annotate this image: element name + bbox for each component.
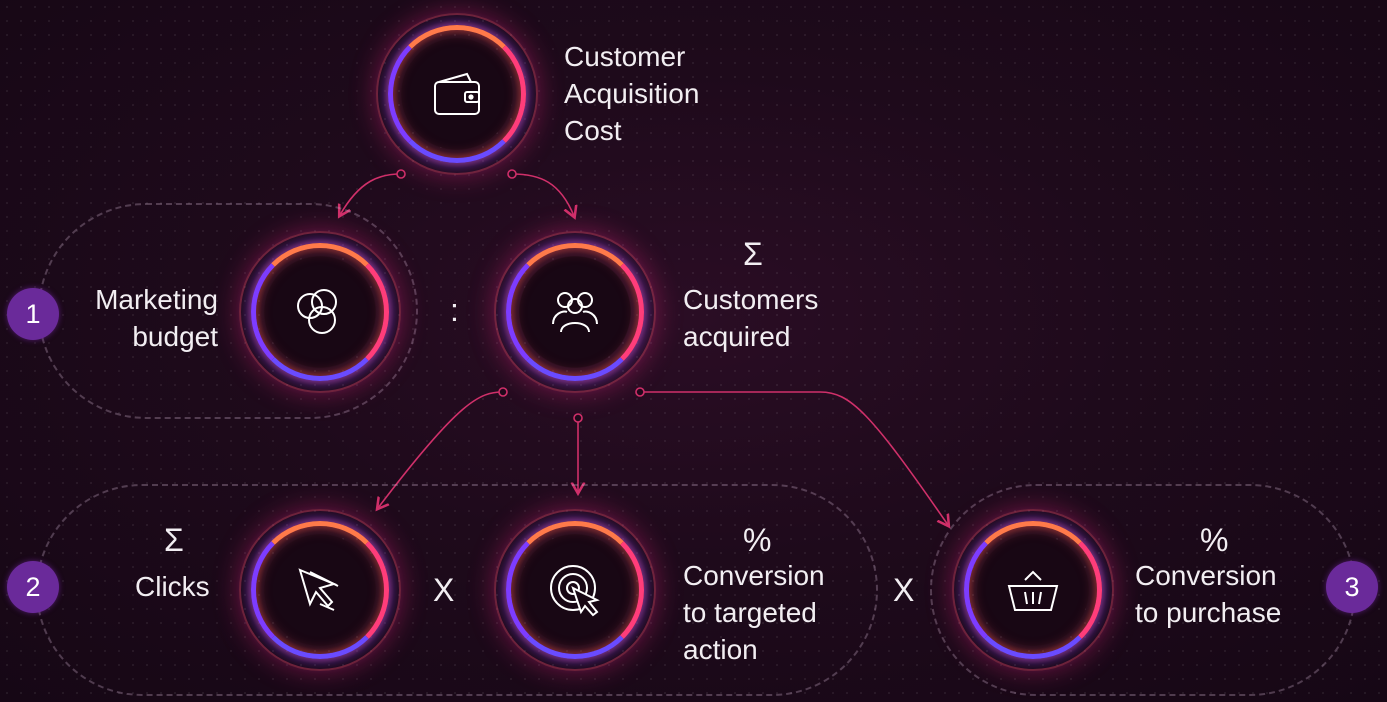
sum-symbol-customers: Σ [743, 236, 763, 272]
people-icon [552, 292, 598, 333]
connector-cac-to-budget [340, 173, 402, 215]
multiply-symbol-2: X [893, 572, 915, 608]
target-icon [550, 565, 600, 617]
percent-symbol-purchase: % [1200, 522, 1229, 558]
badge-3: 3 [1326, 561, 1378, 613]
cursor-click-icon [298, 568, 339, 611]
badge-1: 1 [7, 288, 59, 340]
basket-icon [1007, 570, 1059, 611]
cac-node [376, 13, 538, 175]
customers-label: Customers acquired [683, 284, 819, 352]
budget-node [239, 231, 401, 393]
divide-symbol: : [450, 292, 459, 328]
coins-icon [297, 289, 337, 334]
customers-node [494, 231, 656, 393]
conversion-action-label: Conversion to targeted action [683, 560, 825, 665]
conversion-action-node [494, 509, 656, 671]
clicks-label: Clicks [135, 571, 210, 602]
budget-label: Marketing budget [95, 284, 218, 352]
multiply-symbol-1: X [433, 572, 455, 608]
sum-symbol-clicks: Σ [164, 522, 184, 558]
connector-customers-to-conversion-purchase [640, 391, 948, 525]
percent-symbol-action: % [743, 522, 772, 558]
wallet-icon [434, 72, 480, 115]
conversion-purchase-label: Conversion to purchase [1135, 560, 1282, 628]
cac-label: Customer Acquisition Cost [564, 41, 700, 146]
conversion-purchase-node [952, 509, 1114, 671]
connector-customers-to-clicks [378, 391, 504, 508]
connector-cac-to-customers [511, 173, 574, 216]
badge-2: 2 [7, 561, 59, 613]
clicks-node [239, 509, 401, 671]
